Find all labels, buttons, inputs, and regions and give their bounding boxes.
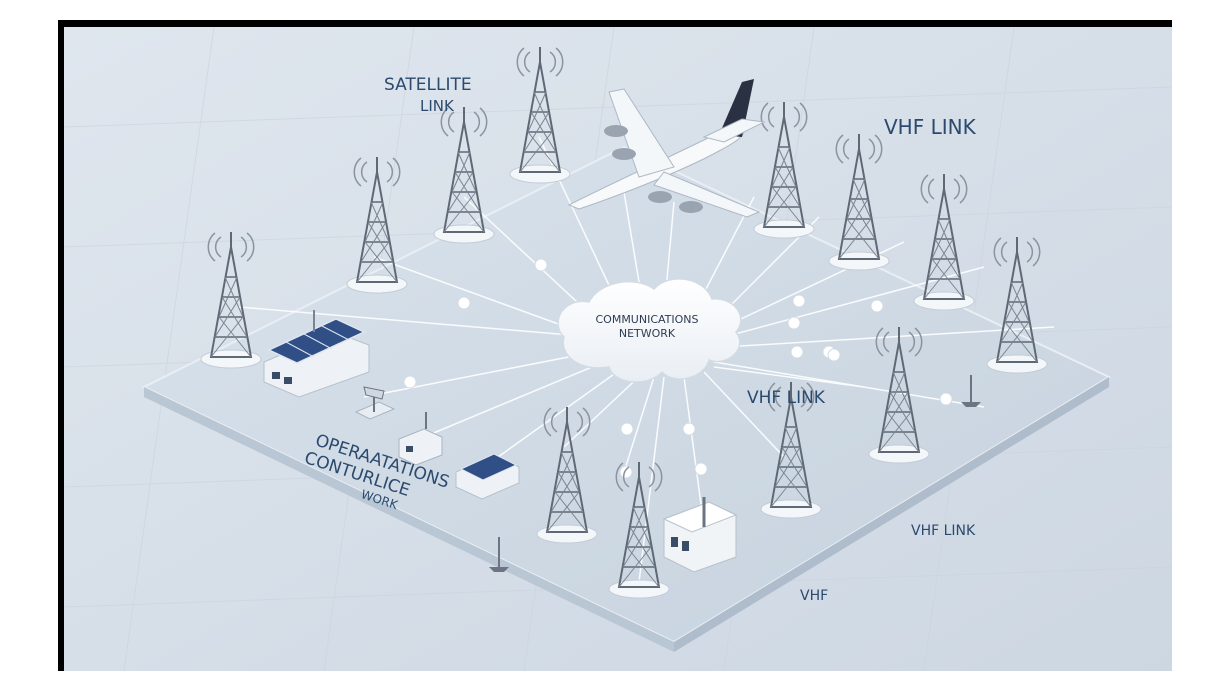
diagram-scene: COMMUNICATIONS NETWORK SATELLITE LINK VH… — [64, 27, 1172, 671]
cloud-label-line1: COMMUNICATIONS — [595, 313, 698, 326]
satellite-label-line2: LINK — [420, 97, 455, 115]
airplane-icon — [567, 79, 766, 218]
link-node — [790, 345, 804, 359]
cloud-network: COMMUNICATIONS NETWORK — [557, 278, 742, 383]
link-node — [403, 375, 417, 389]
link-node — [534, 258, 548, 272]
link-node — [694, 462, 708, 476]
vhf-label-center: VHF LINK — [747, 388, 826, 408]
satellite-label-line1: SATELLITE — [384, 75, 472, 95]
link-node — [870, 299, 884, 313]
link-node — [457, 296, 471, 310]
solar-building-icon — [263, 310, 370, 398]
cloud-label-line2: NETWORK — [619, 327, 676, 340]
equipment-box-icon — [398, 412, 443, 466]
vhf-label-lower-right: VHF LINK — [911, 523, 976, 539]
link-node — [787, 316, 801, 330]
antenna-icon — [354, 386, 396, 420]
control-building-icon — [662, 497, 738, 573]
link-node — [620, 422, 634, 436]
link-node — [619, 465, 633, 479]
vhf-label-bottom: VHF — [800, 588, 828, 604]
link-node — [939, 392, 953, 406]
link-node — [792, 294, 806, 308]
link-node — [827, 348, 841, 362]
vhf-label-top-right: VHF LINK — [884, 115, 977, 139]
network-diagram: COMMUNICATIONS NETWORK SATELLITE LINK VH… — [64, 27, 1172, 671]
solar-panel-icon — [455, 453, 520, 500]
link-node — [682, 422, 696, 436]
ground-antenna-icon — [489, 375, 981, 572]
